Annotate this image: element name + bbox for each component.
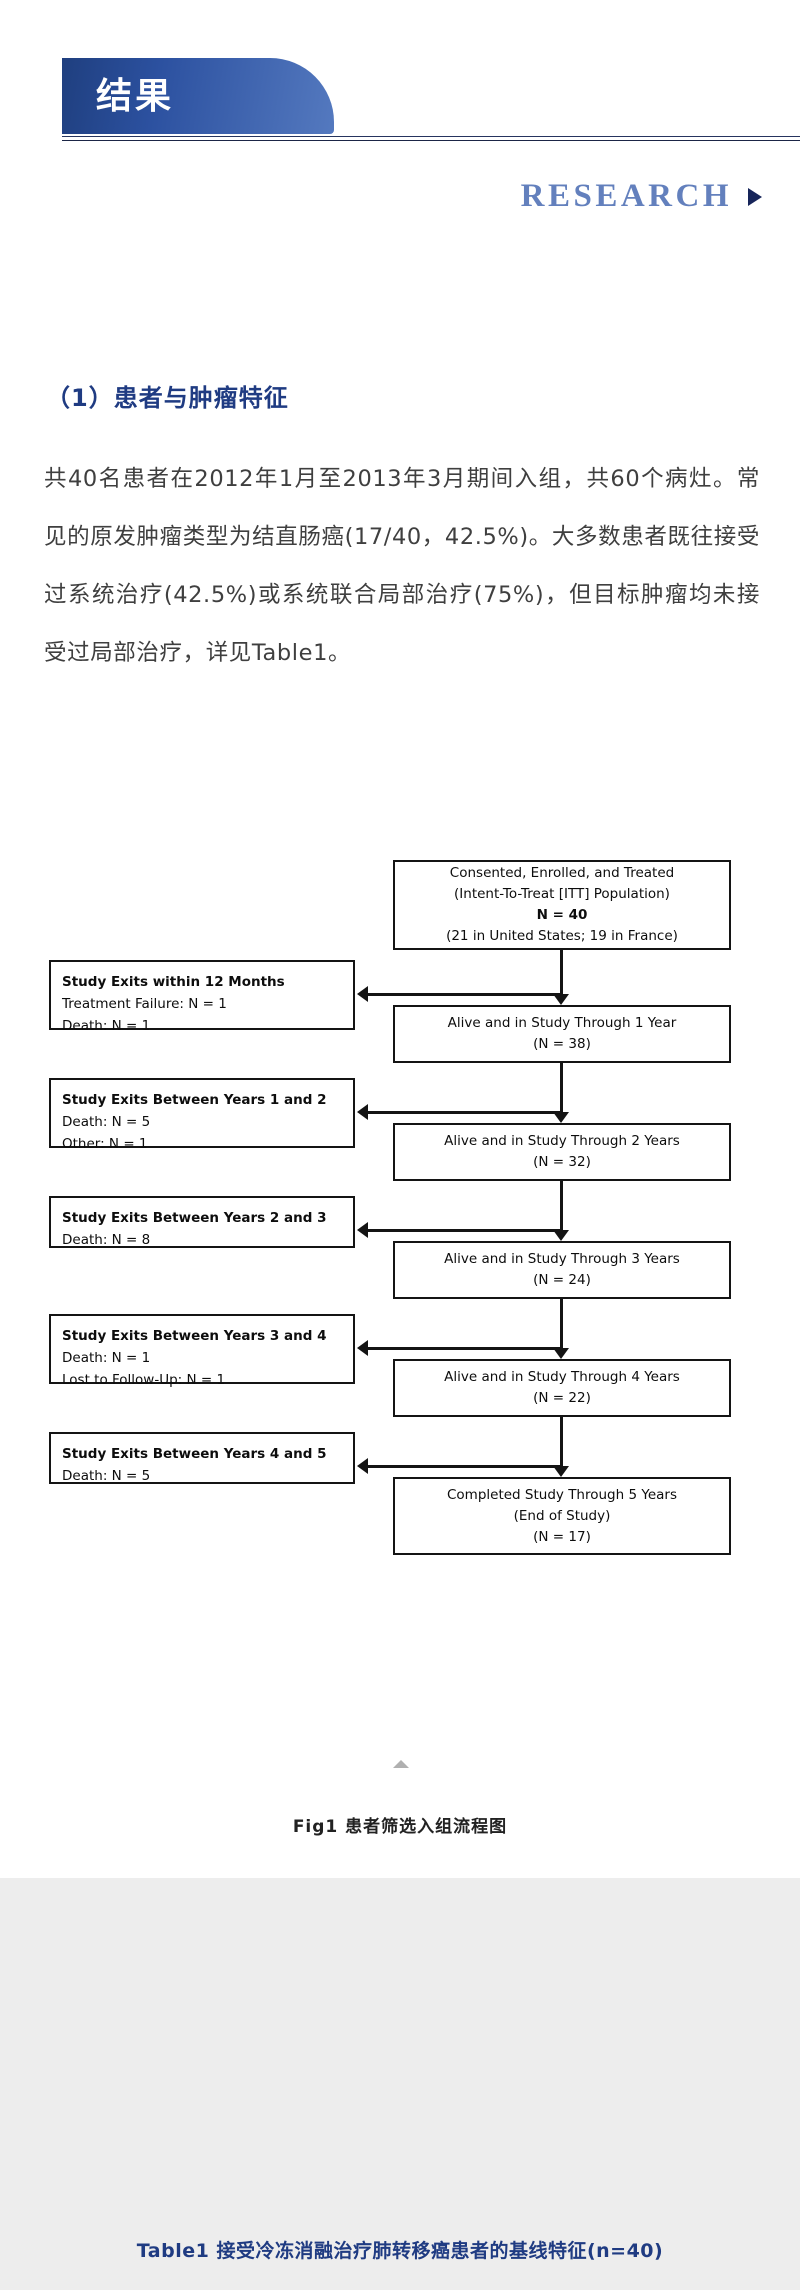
flow-box-exit-12-months: Study Exits within 12 Months Treatment F… — [49, 960, 355, 1034]
arrow-down-icon — [553, 1112, 569, 1123]
flow-box-completed-line1: Completed Study Through 5 Years — [447, 1486, 677, 1503]
flow-box-itt: Consented, Enrolled, and Treated (Intent… — [393, 860, 731, 950]
connector-stem — [560, 1181, 563, 1230]
figure-caption: Fig1 患者筛选入组流程图 — [292, 1817, 508, 1837]
flow-box-year-1-line2: (N = 38) — [533, 1036, 591, 1052]
flow-box-year-2-line2: (N = 32) — [533, 1154, 591, 1170]
exit-box-item: Death: N = 5 — [62, 1114, 151, 1130]
connector-branch — [368, 1229, 562, 1232]
exit-box-title: Study Exits Between Years 4 and 5 — [62, 1446, 327, 1462]
flow-box-itt-line2: (Intent-To-Treat [ITT] Population) — [454, 886, 670, 902]
exit-box-item: Death: N = 5 — [62, 1468, 151, 1484]
flow-box-itt-line4: (21 in United States; 19 in France) — [446, 928, 678, 944]
flow-box-completed-line2: (End of Study) — [513, 1507, 611, 1524]
exit-box-item: Treatment Failure: N = 1 — [62, 996, 227, 1012]
connector-branch — [368, 1465, 562, 1468]
flow-box-completed: Completed Study Through 5 Years (End of … — [393, 1477, 731, 1555]
flow-box-year-3-line2: (N = 24) — [533, 1272, 591, 1288]
patient-flow-diagram: Consented, Enrolled, and Treated (Intent… — [0, 860, 800, 1555]
kicker-label: RESEARCH — [520, 178, 732, 214]
exit-box-title: Study Exits Between Years 1 and 2 — [62, 1092, 327, 1108]
connector-stem — [560, 1299, 563, 1348]
flow-box-itt-line3: N = 40 — [536, 907, 588, 923]
exit-box-item: Other: N = 1 — [62, 1136, 148, 1152]
connector-stem — [560, 1063, 563, 1112]
triangle-right-icon — [748, 187, 762, 206]
exit-box-item: Death: N = 1 — [62, 1350, 151, 1366]
article-paragraph: 共40名患者在2012年1月至2013年3月期间入组，共60个病灶。常见的原发肿… — [44, 466, 760, 666]
flow-box-exit-y1-y2: Study Exits Between Years 1 and 2 Death:… — [49, 1078, 355, 1152]
connector-branch — [368, 993, 562, 996]
flow-box-year-4-line1: Alive and in Study Through 4 Years — [444, 1369, 680, 1385]
section-subheading: （1）患者与肿瘤特征 — [46, 384, 289, 412]
exit-box-title: Study Exits Between Years 2 and 3 — [62, 1210, 327, 1226]
flow-box-itt-line1: Consented, Enrolled, and Treated — [449, 865, 675, 881]
flow-box-year-2-line1: Alive and in Study Through 2 Years — [444, 1133, 680, 1149]
arrow-down-icon — [553, 1230, 569, 1241]
arrow-down-icon — [553, 1348, 569, 1359]
exit-box-item: Death: N = 8 — [62, 1232, 151, 1248]
flow-box-year-3: Alive and in Study Through 3 Years (N = … — [393, 1241, 731, 1299]
arrow-left-icon — [357, 1340, 368, 1356]
connector-branch — [368, 1347, 562, 1350]
exit-box-item: Death: N = 1 — [62, 1018, 151, 1034]
arrow-down-icon — [553, 1466, 569, 1477]
research-kicker: RESEARCH — [521, 178, 762, 215]
flow-box-exit-y4-y5: Study Exits Between Years 4 and 5 Death:… — [49, 1432, 355, 1484]
flow-box-year-1: Alive and in Study Through 1 Year (N = 3… — [393, 1005, 731, 1063]
triangle-up-icon[interactable] — [393, 1760, 409, 1768]
flow-box-year-3-line1: Alive and in Study Through 3 Years — [444, 1251, 680, 1267]
flow-box-year-1-line1: Alive and in Study Through 1 Year — [447, 1015, 677, 1031]
table-caption: Table1 接受冷冻消融治疗肺转移癌患者的基线特征(n=40) — [136, 2240, 664, 2262]
connector-branch — [368, 1111, 562, 1114]
connector-stem — [560, 1417, 563, 1466]
flow-box-year-2: Alive and in Study Through 2 Years (N = … — [393, 1123, 731, 1181]
exit-box-title: Study Exits Between Years 3 and 4 — [62, 1328, 327, 1344]
flow-box-exit-y2-y3: Study Exits Between Years 2 and 3 Death:… — [49, 1196, 355, 1248]
connector-branch-drop — [560, 950, 563, 996]
arrow-left-icon — [357, 986, 368, 1002]
header-divider — [62, 136, 800, 141]
flow-box-completed-line3: (N = 17) — [533, 1528, 591, 1545]
exit-box-title: Study Exits within 12 Months — [62, 974, 285, 990]
flow-box-exit-y3-y4: Study Exits Between Years 3 and 4 Death:… — [49, 1314, 355, 1388]
table-placeholder-band — [0, 1878, 800, 2290]
arrow-left-icon — [357, 1222, 368, 1238]
banner-title: 结果 — [96, 76, 175, 116]
section-banner: 结果 — [0, 58, 800, 138]
arrow-left-icon — [357, 1458, 368, 1474]
arrow-down-icon — [553, 994, 569, 1005]
banner-shape: 结果 — [62, 58, 334, 134]
flow-box-year-4: Alive and in Study Through 4 Years (N = … — [393, 1359, 731, 1417]
arrow-left-icon — [357, 1104, 368, 1120]
flow-box-year-4-line2: (N = 22) — [533, 1390, 591, 1406]
exit-box-item: Lost to Follow-Up: N = 1 — [62, 1372, 226, 1388]
